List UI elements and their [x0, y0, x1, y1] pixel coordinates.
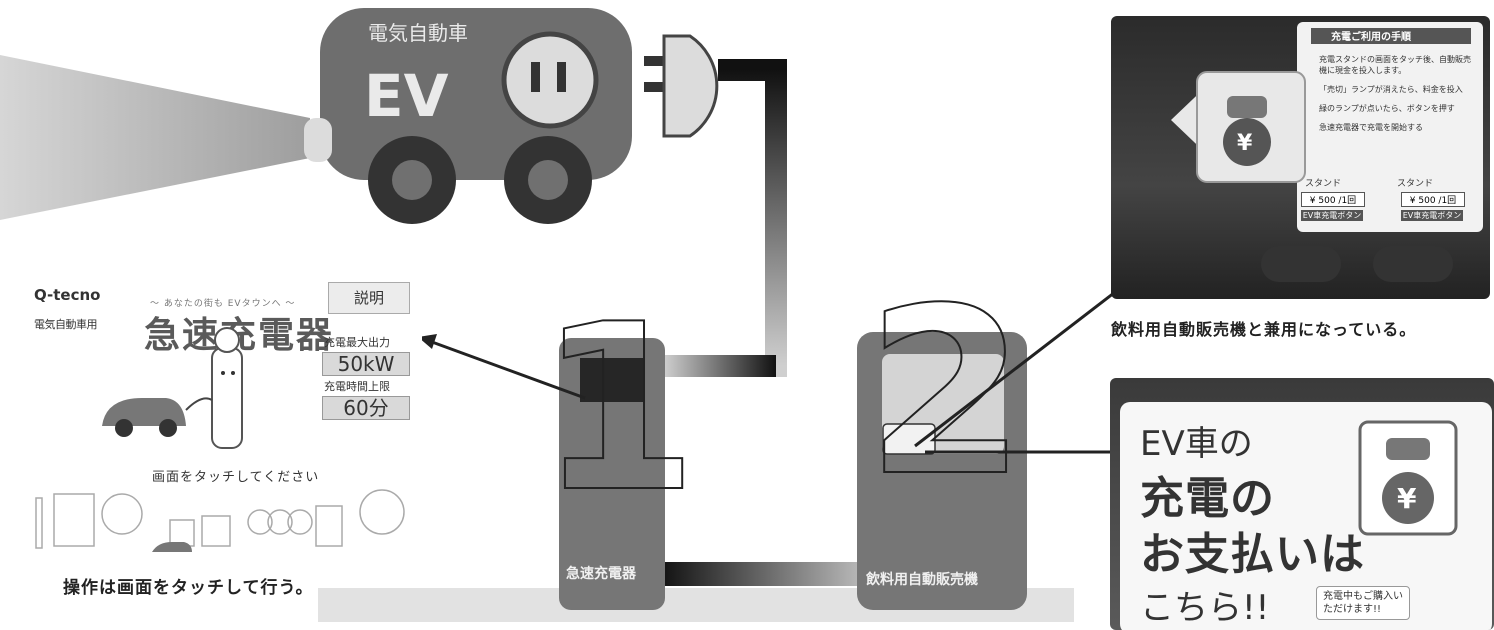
caption-left: 操作は画面をタッチして行う。	[63, 578, 314, 598]
headlight-beam	[0, 55, 310, 220]
max-output-value: 50kW	[322, 352, 410, 376]
plug-icon	[644, 34, 719, 138]
sign-yen-icon	[1382, 472, 1434, 524]
connection-cable	[660, 562, 866, 586]
instruction-step-1: 充電スタンドの画面をタッチ後、自動販売機に現金を投入します。	[1319, 55, 1471, 75]
instruction-step-3: 緑のランプが点いたら、ボタンを押す	[1319, 104, 1455, 113]
sign-note: 充電中もご購入いただけます!!	[1316, 586, 1410, 620]
instruction-step-4: 急速充電器で充電を開始する	[1319, 123, 1423, 132]
socket-icon	[501, 31, 599, 129]
payment-sign: EV車の 充電の お支払いは こちら!! 充電中もご購入いただけます!! ¥	[1120, 402, 1492, 630]
yen-icon	[1223, 118, 1271, 166]
sign-line-1: EV車の	[1140, 424, 1253, 464]
max-output-label: 充電最大出力	[324, 336, 390, 349]
svg-text:¥: ¥	[1397, 482, 1417, 515]
arrow-head-screen	[418, 334, 437, 349]
time-limit-value: 60分	[322, 396, 410, 420]
ev-car: 電気自動車 EV	[304, 8, 632, 224]
sign-line-3: お支払いは	[1140, 529, 1365, 580]
town-skyline-illustration	[35, 489, 405, 552]
cable-horizontal	[664, 355, 776, 377]
fast-charger: 急速充電器	[559, 338, 665, 610]
stand-label-right: スタンド	[1397, 179, 1434, 189]
car-title: 電気自動車	[368, 21, 468, 45]
photo-vending-instructions: 充電ご利用の手順 ¥ 充電スタンドの画面をタッチ後、自動販売機に現金を投入します…	[1111, 16, 1490, 299]
ev-button-left[interactable]: EV車充電ボタン	[1301, 210, 1363, 221]
car-icon	[1227, 96, 1267, 118]
headlight-icon	[304, 118, 332, 162]
charger-label: 急速充電器	[566, 565, 637, 582]
explain-button[interactable]: 説明	[328, 282, 410, 314]
vending-machine: 飲料用自動販売機	[857, 332, 1027, 610]
charger-screen	[580, 358, 644, 402]
time-limit-label: 充電時間上限	[324, 380, 390, 393]
small-car-icon	[102, 398, 186, 426]
price-left: ¥ 500 /1回	[1301, 192, 1365, 207]
price-right: ¥ 500 /1回	[1401, 192, 1465, 207]
sign-line-4: こちら!!	[1140, 588, 1270, 628]
vending-label: 飲料用自動販売機	[865, 571, 978, 588]
photo-top-scene: 充電ご利用の手順 ¥	[1171, 22, 1483, 282]
screen-subtitle: 〜 あなたの街も EVタウンへ 〜	[150, 299, 296, 309]
sign-line-2: 充電の	[1140, 473, 1275, 524]
stand-label-left: スタンド	[1305, 179, 1342, 189]
mascot-icon	[211, 347, 243, 449]
arrow-to-screen	[431, 340, 586, 400]
step-number-1: 1	[538, 276, 698, 543]
step-number-2: 2	[866, 260, 1026, 527]
instruction-step-2: 「売切」ランプが消えたら、料金を投入	[1319, 85, 1463, 94]
ev-button-right[interactable]: EV車充電ボタン	[1401, 210, 1463, 221]
screen-small-title: 電気自動車用	[34, 318, 98, 331]
sign-car-icon	[1386, 438, 1430, 460]
car-ev-label: EV	[364, 62, 449, 130]
caption-right: 飲料用自動販売機と兼用になっている。	[1111, 320, 1417, 339]
mascot-illustration	[102, 327, 243, 449]
touch-prompt[interactable]: 画面をタッチしてください	[152, 470, 320, 485]
yen-charging-icon: ¥	[1358, 420, 1458, 536]
charger-screen-mock: Q-tecno 〜 あなたの街も EVタウンへ 〜 電気自動車用 急速充電器 説…	[32, 278, 422, 562]
svg-text:¥: ¥	[1237, 131, 1253, 156]
vending-payment-slot	[882, 423, 936, 455]
panel-title: 充電ご利用の手順	[1331, 30, 1412, 43]
photo-payment-sign: EV車の 充電の お支払いは こちら!! 充電中もご購入いただけます!! ¥	[1110, 378, 1494, 630]
brand-logo: Q-tecno	[34, 286, 101, 304]
